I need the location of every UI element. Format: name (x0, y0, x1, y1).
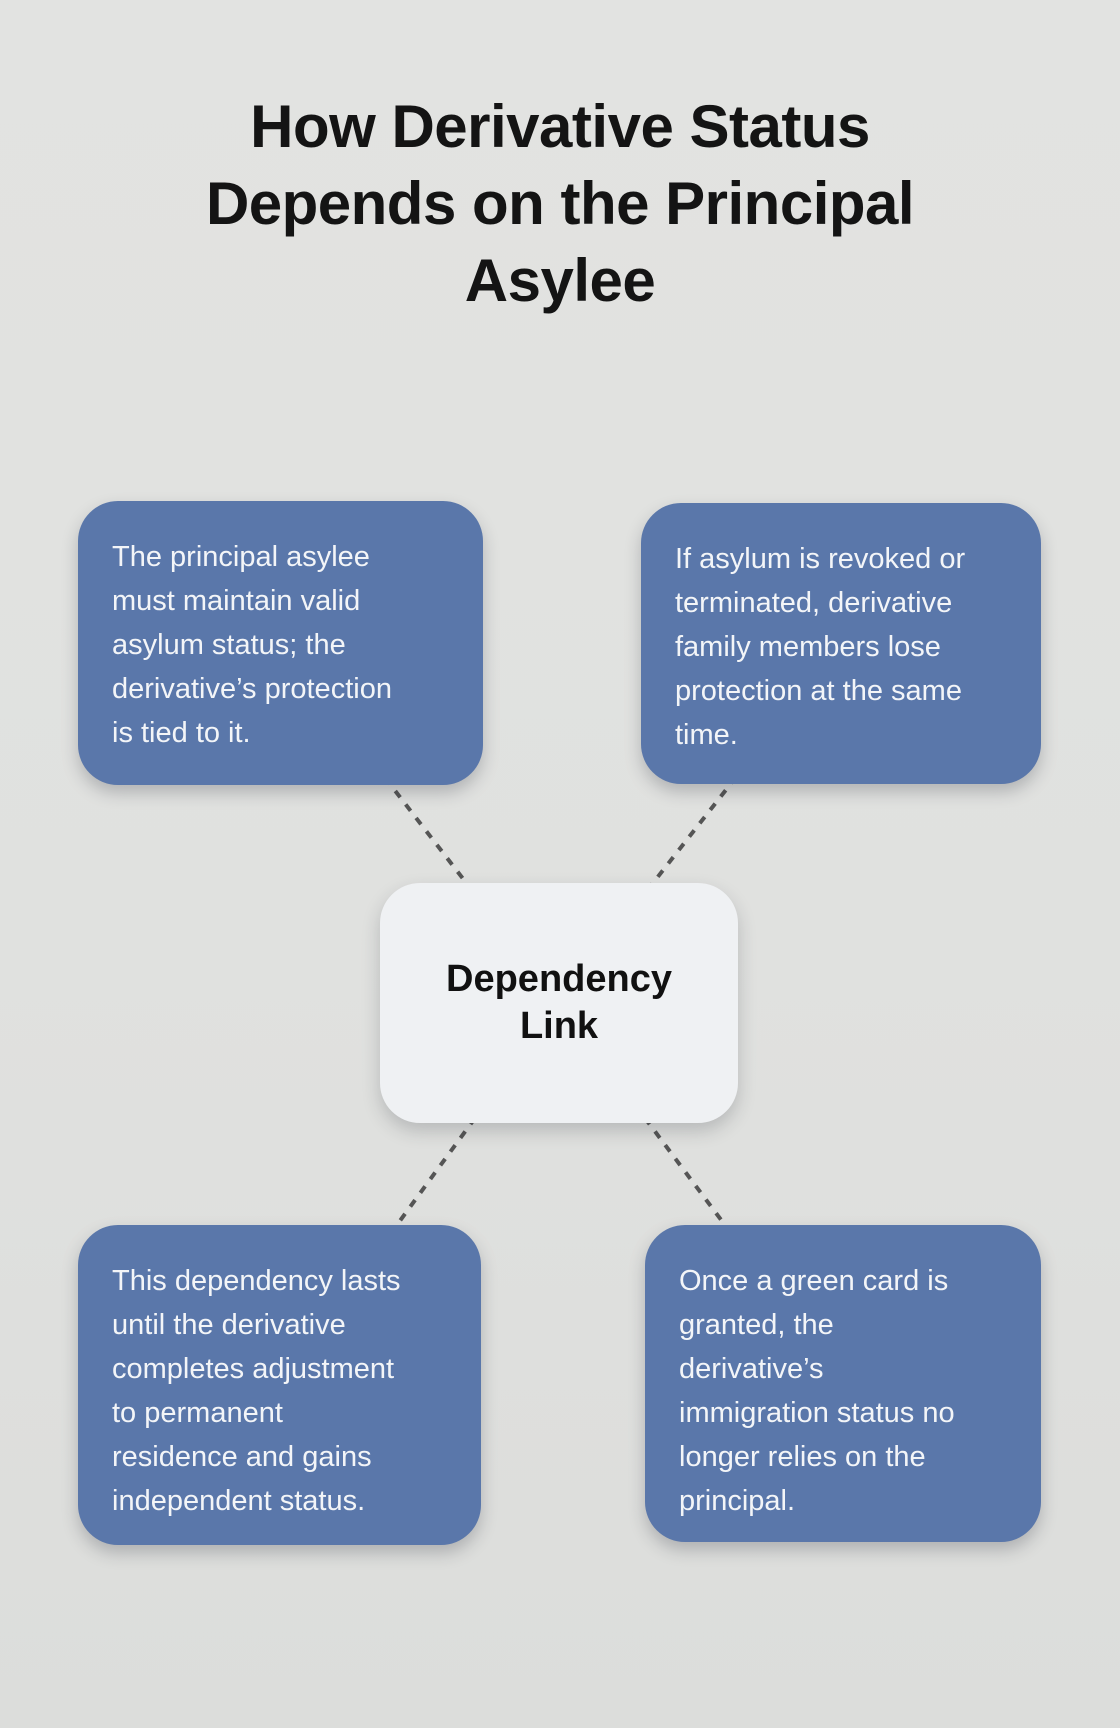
center-node-label: Dependency Link (446, 958, 672, 1047)
node-principal-must-maintain-status: The principal asylee must maintain valid… (78, 501, 483, 785)
page-title: How Derivative Status Depends on the Pri… (205, 93, 915, 314)
node-dependency-until-adjustment: This dependency lasts until the derivati… (78, 1225, 481, 1545)
node-text: If asylum is revoked or terminated, deri… (675, 543, 966, 751)
node-text: The principal asylee must maintain valid… (112, 541, 392, 749)
node-text: Once a green card is granted, the deriva… (679, 1265, 955, 1517)
node-dependency-link: Dependency Link (380, 883, 738, 1123)
node-text: This dependency lasts until the derivati… (112, 1265, 401, 1517)
node-green-card-independence: Once a green card is granted, the deriva… (645, 1225, 1041, 1542)
node-revocation-loses-protection: If asylum is revoked or terminated, deri… (641, 503, 1041, 784)
